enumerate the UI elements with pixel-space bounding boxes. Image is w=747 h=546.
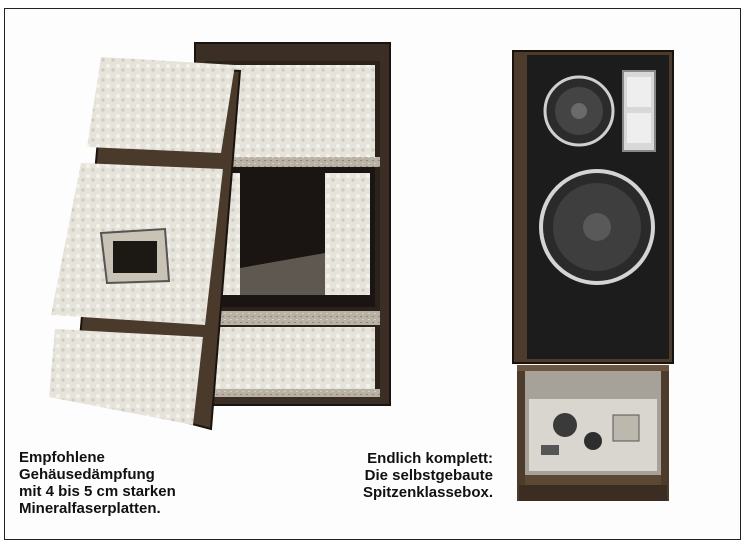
caption-damping-line: Mineralfaserplatten. (19, 500, 161, 517)
caption-damping: Empfohlene Gehäusedämpfung mit 4 bis 5 c… (19, 449, 176, 517)
finished-speaker-photo (512, 50, 674, 501)
caption-complete: Endlich komplett: Die selbstgebaute Spit… (345, 450, 493, 501)
caption-complete-line: Spitzenklassebox. (362, 484, 493, 501)
page-frame: Empfohlene Gehäusedämpfung mit 4 bis 5 c… (4, 8, 741, 540)
cabinet-damping-photo (49, 42, 391, 431)
caption-damping-line: Gehäusedämpfung (19, 466, 155, 483)
caption-complete-line: Die selbstgebaute (364, 467, 493, 484)
caption-damping-line: mit 4 bis 5 cm starken (19, 483, 176, 500)
caption-damping-line: Empfohlene (19, 449, 105, 466)
caption-complete-line: Endlich komplett: (367, 450, 493, 467)
